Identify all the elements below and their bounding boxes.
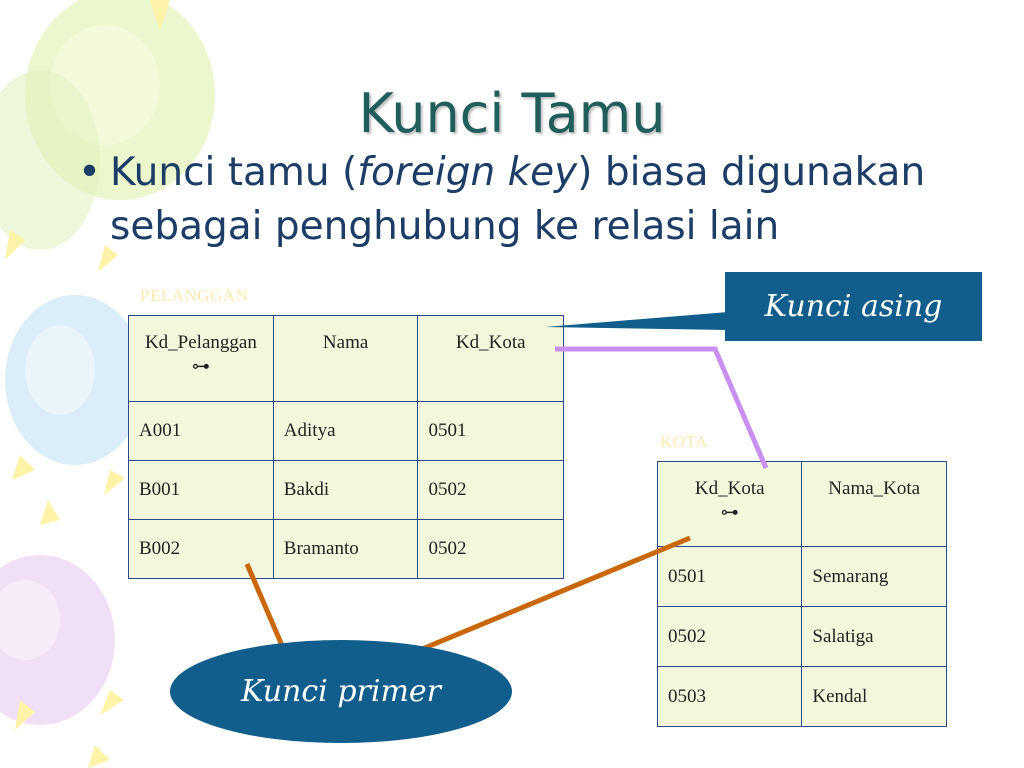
- table-cell: 0501: [417, 401, 564, 461]
- table-row: 0503 Kendal: [656, 666, 947, 727]
- table-row: B002 Bramanto 0502: [128, 519, 564, 579]
- header-nama: Nama: [272, 315, 419, 402]
- table-cell: A001: [128, 401, 274, 461]
- header-kd-pelanggan: Kd_Pelanggan ⊶: [128, 315, 274, 402]
- table-cell: B002: [128, 519, 274, 579]
- bullet-dot: •: [78, 150, 102, 195]
- table-pelanggan-label: PELANGGAN: [140, 286, 249, 305]
- callout-kunci-asing: Kunci asing: [725, 272, 982, 341]
- page-title: Kunci Tamu: [358, 82, 666, 145]
- bullet-text: Kunci tamu (foreign key) biasa digunakan…: [110, 150, 926, 249]
- table-row: 0502 Salatiga: [656, 606, 947, 667]
- table-row: B001 Bakdi 0502: [128, 460, 564, 520]
- table-cell: Bakdi: [272, 460, 419, 520]
- table-cell: B001: [128, 460, 274, 520]
- table-header-row: Kd_Kota ⊶ Nama_Kota: [656, 461, 947, 547]
- table-cell: 0502: [417, 460, 564, 520]
- table-cell: 0503: [656, 666, 803, 727]
- table-cell: Semarang: [801, 546, 947, 607]
- table-row: A001 Aditya 0501: [128, 401, 564, 461]
- table-pelanggan: Kd_Pelanggan ⊶ Nama Kd_Kota A001 Aditya …: [128, 315, 564, 579]
- table-cell: 0502: [656, 606, 803, 667]
- key-icon: ⊶: [720, 502, 739, 522]
- table-row: 0501 Semarang: [656, 546, 947, 607]
- table-kota-label: KOTA: [660, 432, 708, 451]
- key-icon: ⊶: [191, 356, 210, 376]
- header-kd-kota: Kd_Kota: [417, 315, 564, 402]
- table-cell: 0501: [656, 546, 803, 607]
- table-kota: Kd_Kota ⊶ Nama_Kota 0501 Semarang 0502 S…: [656, 461, 947, 727]
- callout-kunci-primer: Kunci primer: [170, 640, 512, 743]
- table-cell: Kendal: [801, 666, 947, 727]
- table-cell: Aditya: [272, 401, 419, 461]
- table-cell: 0502: [417, 519, 564, 579]
- header-nama-kota: Nama_Kota: [801, 461, 947, 547]
- table-cell: Salatiga: [801, 606, 947, 667]
- table-header-row: Kd_Pelanggan ⊶ Nama Kd_Kota: [128, 315, 564, 402]
- header-kd-kota: Kd_Kota ⊶: [656, 461, 803, 547]
- table-cell: Bramanto: [272, 519, 419, 579]
